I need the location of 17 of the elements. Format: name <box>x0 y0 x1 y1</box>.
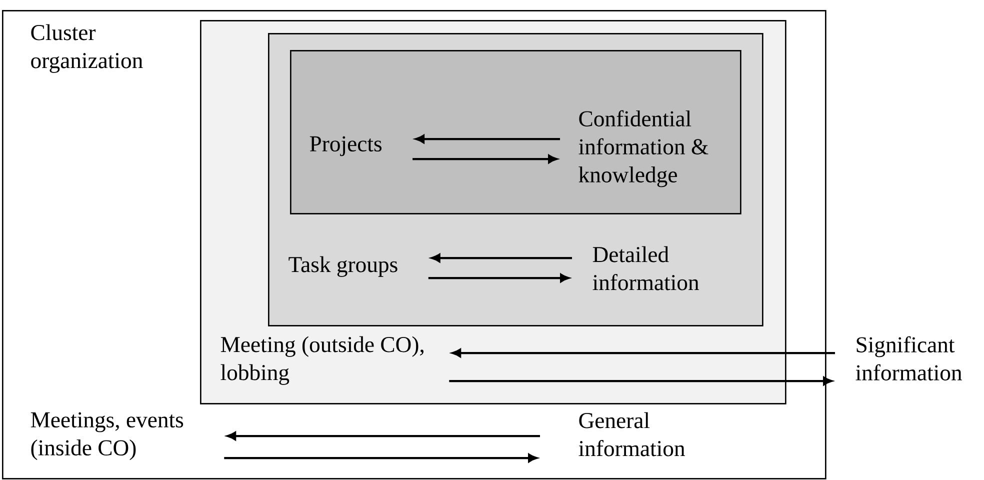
arrow <box>415 134 560 144</box>
label-text: General information <box>578 412 685 456</box>
arrow <box>428 274 570 282</box>
arrow <box>449 376 832 386</box>
label-text: Task groups <box>288 256 398 277</box>
arrow <box>224 454 538 462</box>
frame-box <box>290 50 742 214</box>
arrow <box>431 254 572 262</box>
label-text: Meeting (outside CO), lobbing <box>220 336 424 385</box>
label-text: Projects <box>310 136 382 156</box>
label-text: Significant information <box>856 336 962 380</box>
label-text: Detailed information <box>592 246 699 290</box>
label-text: Confidential information & knowledge <box>578 110 708 188</box>
arrow <box>226 432 540 440</box>
arrow <box>452 348 835 358</box>
arrow <box>412 154 558 164</box>
label-text: Meetings, events (inside CO) <box>30 412 184 460</box>
